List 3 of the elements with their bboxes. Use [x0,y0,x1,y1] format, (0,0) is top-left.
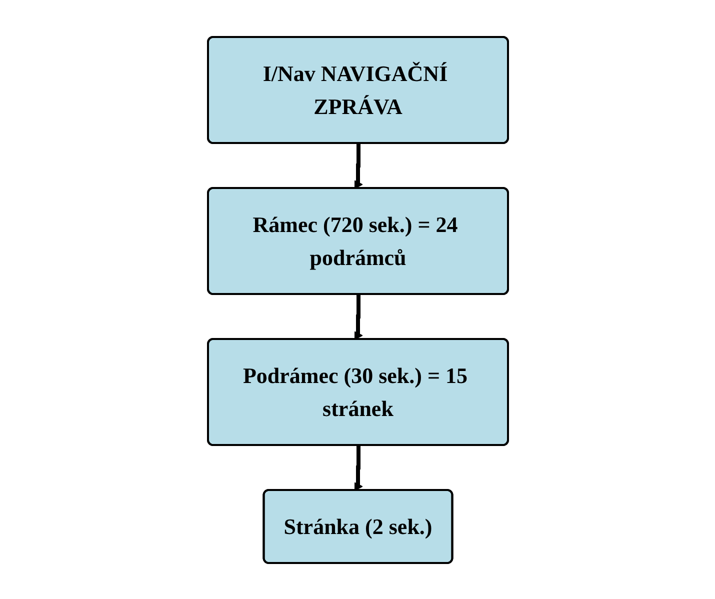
arrow [354,294,362,340]
arrow [354,143,362,188]
arrow [354,445,362,490]
